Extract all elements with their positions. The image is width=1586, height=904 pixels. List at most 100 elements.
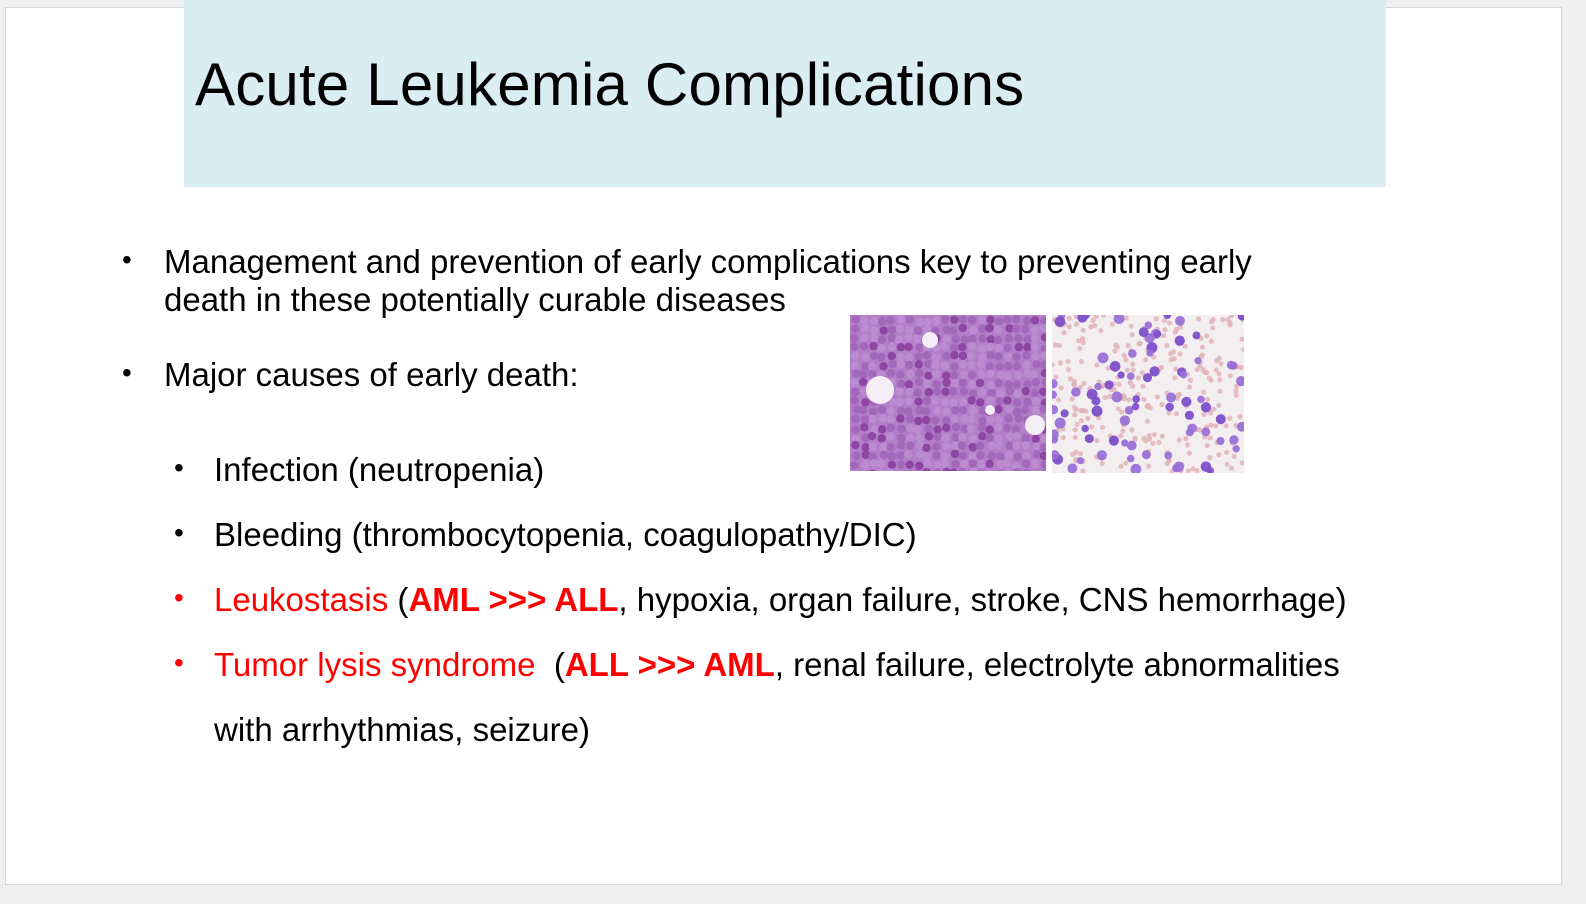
cell-mark bbox=[1030, 342, 1039, 351]
cell-mark bbox=[1032, 442, 1041, 451]
cell-mark bbox=[960, 459, 969, 469]
cell-mark bbox=[1011, 461, 1021, 471]
cell-mark bbox=[1093, 315, 1099, 319]
cell-mark bbox=[878, 414, 888, 423]
cell-mark bbox=[1022, 361, 1032, 370]
cell-mark bbox=[993, 434, 1003, 443]
emphasis: ALL >>> AML bbox=[564, 646, 775, 683]
cell-mark bbox=[1145, 402, 1151, 408]
sub-bullet-leukostasis: Leukostasis (AML >>> ALL, hypoxia, organ… bbox=[214, 581, 1347, 619]
cell-mark bbox=[1129, 427, 1135, 433]
cell-mark bbox=[1186, 450, 1193, 456]
cell-mark bbox=[1097, 352, 1109, 364]
cell-mark bbox=[860, 415, 870, 424]
cell-mark bbox=[1039, 443, 1046, 453]
cell-mark bbox=[1144, 418, 1151, 424]
cell-mark bbox=[1081, 424, 1089, 433]
cell-mark bbox=[888, 359, 897, 369]
cell-mark bbox=[1201, 427, 1211, 437]
cell-mark bbox=[1117, 371, 1125, 379]
cell-mark bbox=[985, 405, 995, 415]
cell-mark bbox=[933, 432, 942, 441]
cell-mark bbox=[922, 452, 931, 461]
cell-mark bbox=[850, 351, 860, 361]
cell-mark bbox=[1113, 315, 1125, 325]
cell-mark bbox=[896, 460, 906, 469]
cell-mark bbox=[1177, 351, 1183, 357]
cell-mark bbox=[940, 397, 950, 406]
cell-mark bbox=[1065, 367, 1072, 373]
cell-mark bbox=[896, 370, 905, 379]
cell-mark bbox=[1003, 396, 1012, 405]
cell-mark bbox=[960, 414, 969, 423]
cell-mark bbox=[931, 369, 941, 379]
bone-marrow-histology-image bbox=[850, 315, 1046, 471]
cell-mark bbox=[1161, 318, 1168, 324]
cell-mark bbox=[1119, 415, 1131, 426]
cell-mark bbox=[886, 316, 895, 325]
cell-mark bbox=[1140, 383, 1146, 389]
cell-mark bbox=[1196, 316, 1202, 322]
cell-mark bbox=[850, 460, 859, 470]
cell-mark bbox=[967, 341, 977, 351]
cell-mark bbox=[1031, 396, 1041, 406]
term: Tumor lysis syndrome bbox=[214, 646, 536, 683]
cell-mark bbox=[851, 387, 860, 397]
cell-mark bbox=[1031, 352, 1040, 361]
cell-mark bbox=[1082, 315, 1090, 319]
cell-mark bbox=[861, 324, 870, 333]
cell-mark bbox=[1166, 320, 1173, 326]
cell-mark bbox=[869, 351, 879, 361]
cell-mark bbox=[959, 387, 969, 396]
cell-mark bbox=[1200, 389, 1207, 395]
cell-mark bbox=[1153, 329, 1162, 338]
sub-bullet-infection: Infection (neutropenia) bbox=[214, 451, 545, 488]
cell-mark bbox=[922, 407, 931, 416]
cell-mark bbox=[868, 442, 877, 451]
cell-mark bbox=[958, 433, 967, 442]
cell-mark bbox=[922, 351, 932, 360]
cell-mark bbox=[996, 469, 1003, 471]
cell-mark bbox=[852, 405, 861, 414]
cell-mark bbox=[1237, 315, 1244, 321]
cell-mark bbox=[904, 333, 913, 342]
cell-mark bbox=[1111, 391, 1123, 403]
cell-mark bbox=[887, 451, 896, 461]
cell-mark bbox=[1236, 421, 1244, 432]
cell-mark bbox=[886, 468, 895, 471]
cell-mark bbox=[1012, 362, 1021, 371]
cell-mark bbox=[1172, 375, 1178, 381]
cell-mark bbox=[895, 397, 904, 407]
cell-mark bbox=[1182, 343, 1188, 349]
cell-mark bbox=[1002, 459, 1012, 468]
cell-mark bbox=[931, 360, 940, 370]
cell-mark bbox=[877, 405, 887, 414]
cell-mark bbox=[1228, 465, 1235, 471]
cell-mark bbox=[895, 387, 904, 396]
cell-mark bbox=[869, 341, 878, 351]
cell-mark bbox=[1091, 405, 1103, 417]
cell-mark bbox=[1023, 343, 1032, 352]
cell-mark bbox=[1109, 321, 1116, 327]
cell-mark bbox=[1022, 351, 1031, 360]
cell-mark bbox=[1005, 386, 1015, 396]
cell-mark bbox=[913, 388, 922, 398]
cell-mark bbox=[951, 433, 960, 442]
cell-mark bbox=[1224, 461, 1230, 467]
cell-mark bbox=[877, 335, 887, 344]
cell-mark bbox=[1199, 344, 1205, 350]
cell-mark bbox=[1088, 424, 1095, 430]
cell-mark bbox=[1020, 324, 1030, 334]
cell-mark bbox=[1003, 352, 1012, 361]
cell-mark bbox=[1176, 391, 1182, 398]
cell-mark bbox=[1129, 331, 1135, 338]
cell-mark bbox=[1142, 373, 1152, 383]
cell-mark bbox=[1023, 334, 1032, 344]
cell-mark bbox=[861, 398, 870, 407]
cell-mark bbox=[1118, 463, 1124, 469]
cell-mark bbox=[977, 459, 986, 469]
cell-mark bbox=[1074, 321, 1080, 327]
cell-mark bbox=[968, 325, 978, 335]
cell-mark bbox=[1040, 434, 1046, 443]
cell-mark bbox=[967, 380, 977, 389]
